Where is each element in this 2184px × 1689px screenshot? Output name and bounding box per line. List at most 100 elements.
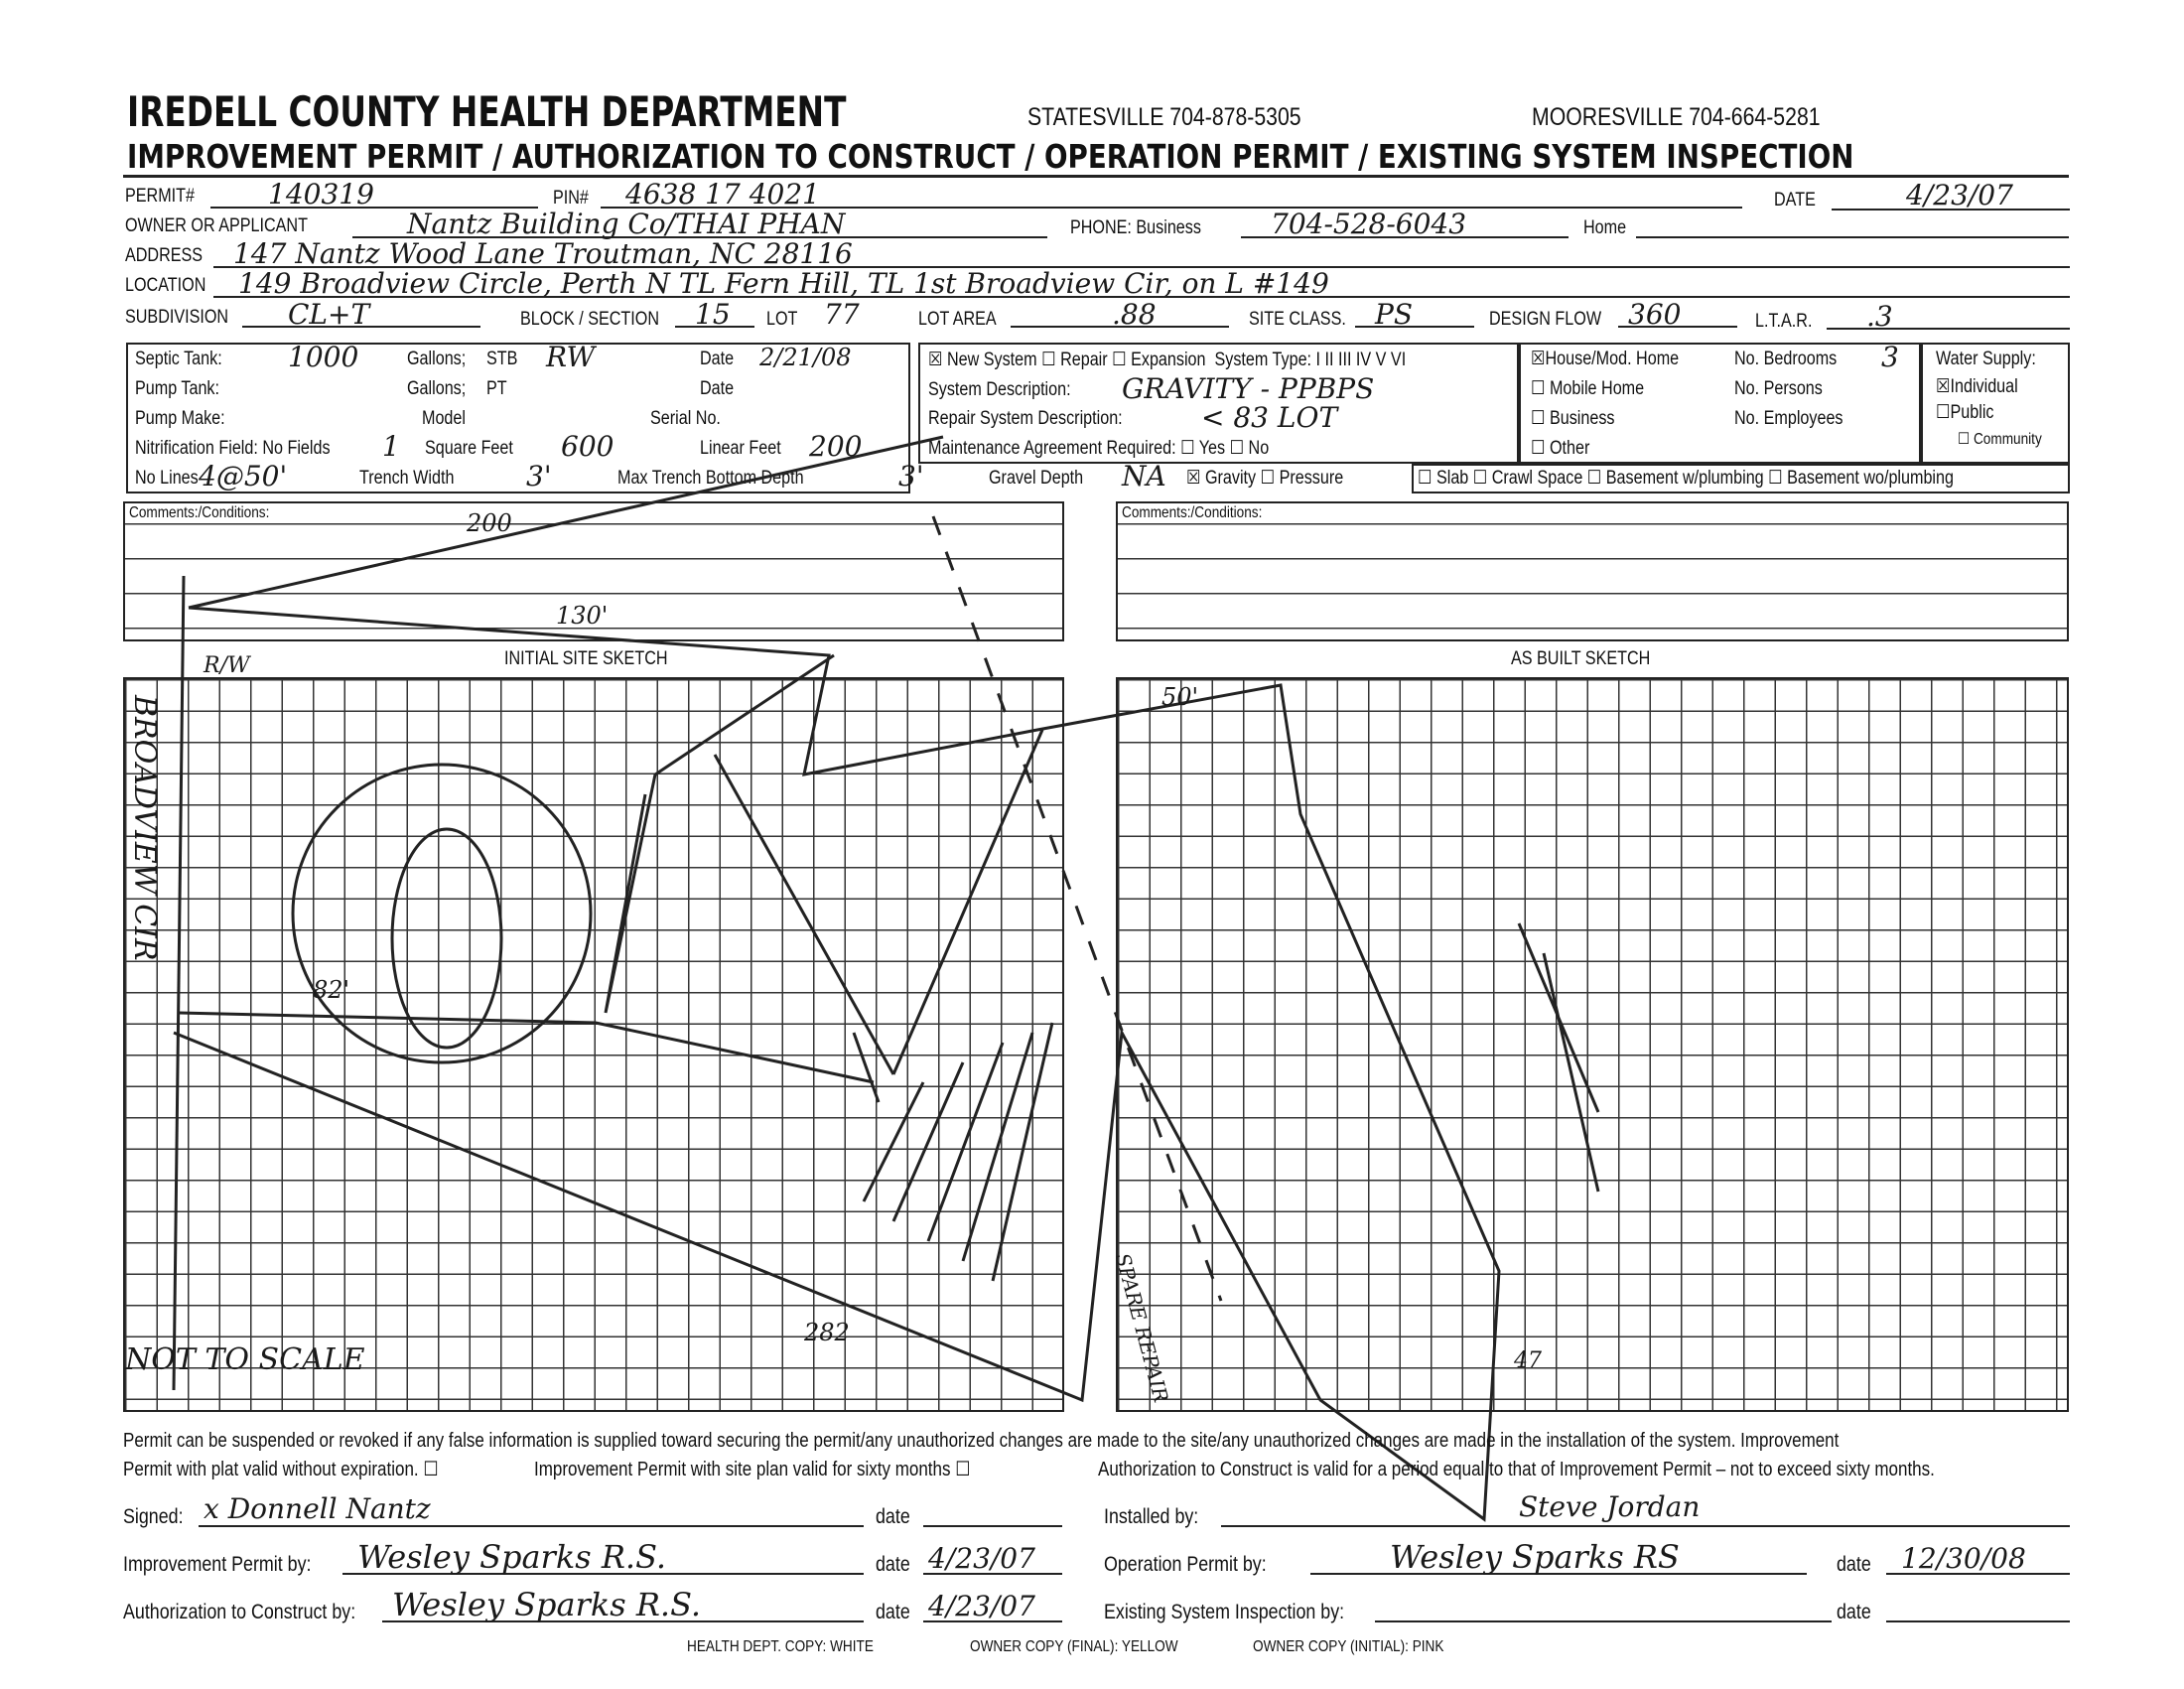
gravity-checkbox[interactable]: ☒ Gravity ☐ Pressure [1186,468,1344,489]
repair-desc-value[interactable]: < 83 LOT [1201,401,1338,434]
no-checkbox[interactable]: No [1248,438,1270,459]
ip-date[interactable]: 4/23/07 [928,1542,1035,1575]
signed-date-line [923,1525,1062,1527]
pump-make-label: Pump Make: [135,408,225,429]
atc-date[interactable]: 4/23/07 [928,1590,1035,1622]
ltar-line [1827,328,2070,330]
max-depth-value[interactable]: 3' [898,460,924,493]
bedrooms-label: No. Bedrooms [1734,349,1838,369]
atc-signature[interactable]: Wesley Sparks R.S. [392,1586,702,1623]
phone-value[interactable]: 704-528-6043 [1271,208,1467,240]
maintenance-label: Maintenance Agreement Required: ☐ Yes ☐ … [928,438,1270,459]
plat-checkbox[interactable]: Permit with plat valid without expiratio… [123,1459,439,1480]
public-checkbox[interactable]: ☐Public [1936,402,1994,423]
trench-lines [862,1022,1054,1282]
dim-282: 282 [804,1319,850,1346]
asbuilt-sketch-label: AS BUILT SKETCH [1511,648,1651,669]
owner-value[interactable]: Nantz Building Co/THAI PHAN [407,208,846,240]
ip-signature[interactable]: Wesley Sparks R.S. [357,1538,667,1576]
address-value[interactable]: 147 Nantz Wood Lane Troutman, NC 28116 [233,237,853,270]
well-outline [390,827,503,1050]
esi-line [1375,1620,1832,1622]
copy-yellow: OWNER COPY (FINAL): YELLOW [970,1638,1178,1655]
comments-left[interactable] [123,501,1064,641]
other-checkbox[interactable]: ☐ Other [1531,438,1590,459]
gravel-value[interactable]: NA [1122,460,1166,493]
ltar-value[interactable]: .3 [1866,300,1893,333]
pressure-checkbox[interactable]: Pressure [1279,468,1344,489]
form-subtitle: IMPROVEMENT PERMIT / AUTHORIZATION TO CO… [127,137,1854,176]
as-built-sketch[interactable] [1116,677,2069,1412]
comments-right[interactable] [1116,501,2069,641]
house-checkbox[interactable]: ☒House/Mod. Home [1531,349,1680,369]
individual-checkbox[interactable]: ☒Individual [1936,376,2018,397]
atc-date-label: date [876,1601,910,1623]
block-line [675,326,754,328]
business-checkbox[interactable]: ☐ Business [1531,408,1615,429]
bedrooms-value[interactable]: 3 [1881,341,1899,373]
op-date-label: date [1837,1553,1871,1576]
house-outline [291,763,593,1064]
tank-date-value[interactable]: 2/21/08 [759,344,852,371]
op-signature[interactable]: Wesley Sparks RS [1390,1538,1680,1576]
esi-date-label: date [1837,1601,1871,1623]
lines-value[interactable]: 4@50' [199,460,288,493]
pump-tank-label: Pump Tank: [135,378,219,399]
trench-label: Trench Width [359,468,455,489]
water-label: Water Supply: [1936,349,2036,369]
block-value[interactable]: 15 [695,298,731,331]
installed-label: Installed by: [1104,1505,1199,1528]
permit-label: PERMIT# [125,186,196,207]
fields-value[interactable]: 1 [382,430,400,463]
initial-sketch-label: INITIAL SITE SKETCH [504,648,668,669]
installer-signature[interactable]: Steve Jordan [1519,1490,1701,1523]
design-flow-value[interactable]: 360 [1628,298,1682,331]
siteplan-checkbox[interactable]: Improvement Permit with site plan valid … [534,1459,971,1480]
trench-value[interactable]: 3' [526,460,552,493]
signed-date-label: date [876,1505,910,1528]
op-date[interactable]: 12/30/08 [1901,1542,2026,1575]
owner-label: OWNER OR APPLICANT [125,215,308,236]
address-label: ADDRESS [125,245,204,266]
gallons-label: Gallons; [407,378,467,399]
linear-value[interactable]: 200 [809,430,863,463]
permit-line [210,207,538,209]
lot-area-value[interactable]: .88 [1112,298,1157,331]
lot-area-line [1011,326,1229,328]
ip-label: Improvement Permit by: [123,1553,312,1576]
location-value[interactable]: 149 Broadview Circle, Perth N TL Fern Hi… [238,267,1329,300]
site-class-line [1355,326,1474,328]
dim-200: 200 [467,509,512,537]
stb-value[interactable]: RW [546,341,596,373]
yes-checkbox[interactable]: Yes [1198,438,1226,459]
septic-value[interactable]: 1000 [288,341,359,373]
new-system-checkbox[interactable]: ☒ New System ☐ Repair ☐ Expansion System… [928,350,1407,370]
mobile-checkbox[interactable]: ☐ Mobile Home [1531,378,1645,399]
community-checkbox[interactable]: ☐ Community [1958,431,2042,448]
nitrification-label: Nitrification Field: No Fields [135,438,331,459]
permit-date[interactable]: 4/23/07 [1906,179,2013,211]
dim-130: 130' [556,602,609,630]
date-line [1832,209,2070,211]
lot-value[interactable]: 77 [824,298,860,331]
installed-line [1221,1525,2070,1527]
address-line [213,266,2070,268]
location-line [213,296,2070,298]
permit-number[interactable]: 140319 [268,178,374,211]
subdivision-value[interactable]: CL+T [288,298,370,331]
permit-notice: Permit can be suspended or revoked if an… [123,1430,1840,1452]
new-system-label: New System [946,350,1037,370]
repair-label: Repair [1060,350,1108,370]
applicant-signature[interactable]: x Donnell Nantz [204,1492,431,1525]
pin-number[interactable]: 4638 17 4021 [625,178,820,211]
owner-line [352,236,1047,238]
esi-label: Existing System Inspection by: [1104,1601,1345,1623]
system-desc-value[interactable]: GRAVITY - PPBPS [1122,372,1375,405]
site-class-value[interactable]: PS [1375,298,1414,331]
street-name: BROADVIEW CIR [127,695,162,961]
foundation-options[interactable]: ☐ Slab ☐ Crawl Space ☐ Basement w/plumbi… [1418,468,1954,489]
sqft-value[interactable]: 600 [561,430,614,463]
dim-82: 82' [313,976,350,1004]
mark-asbuilt [1517,922,1600,1193]
